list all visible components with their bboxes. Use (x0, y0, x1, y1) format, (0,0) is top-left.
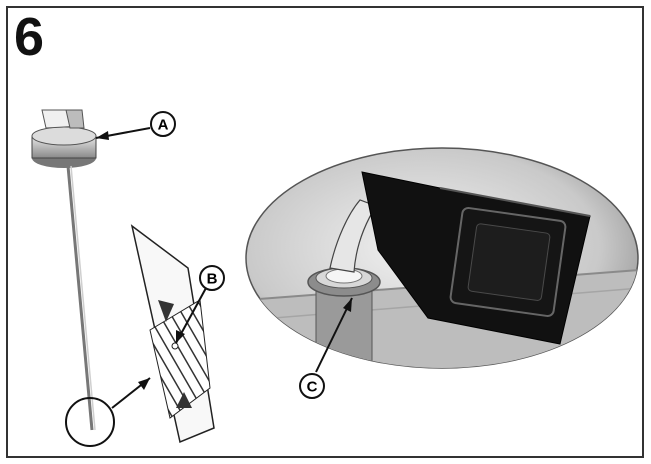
callout-b: B (175, 265, 225, 344)
callout-c: C (299, 297, 353, 399)
dipstick-tip-enlarged (130, 224, 215, 444)
lower-mark-icon (176, 392, 192, 408)
filler-neck-view (245, 147, 639, 369)
tip-zoom-circle (65, 377, 151, 447)
dipstick-shaft (66, 165, 96, 431)
step-number: 6 (14, 7, 45, 67)
dipstick-cap (31, 109, 97, 168)
callout-c-label: C (307, 379, 318, 396)
upper-mark-icon (158, 300, 174, 322)
callout-a-label: A (158, 117, 169, 134)
callout-b-label: B (207, 271, 218, 288)
callout-a: A (95, 111, 176, 140)
